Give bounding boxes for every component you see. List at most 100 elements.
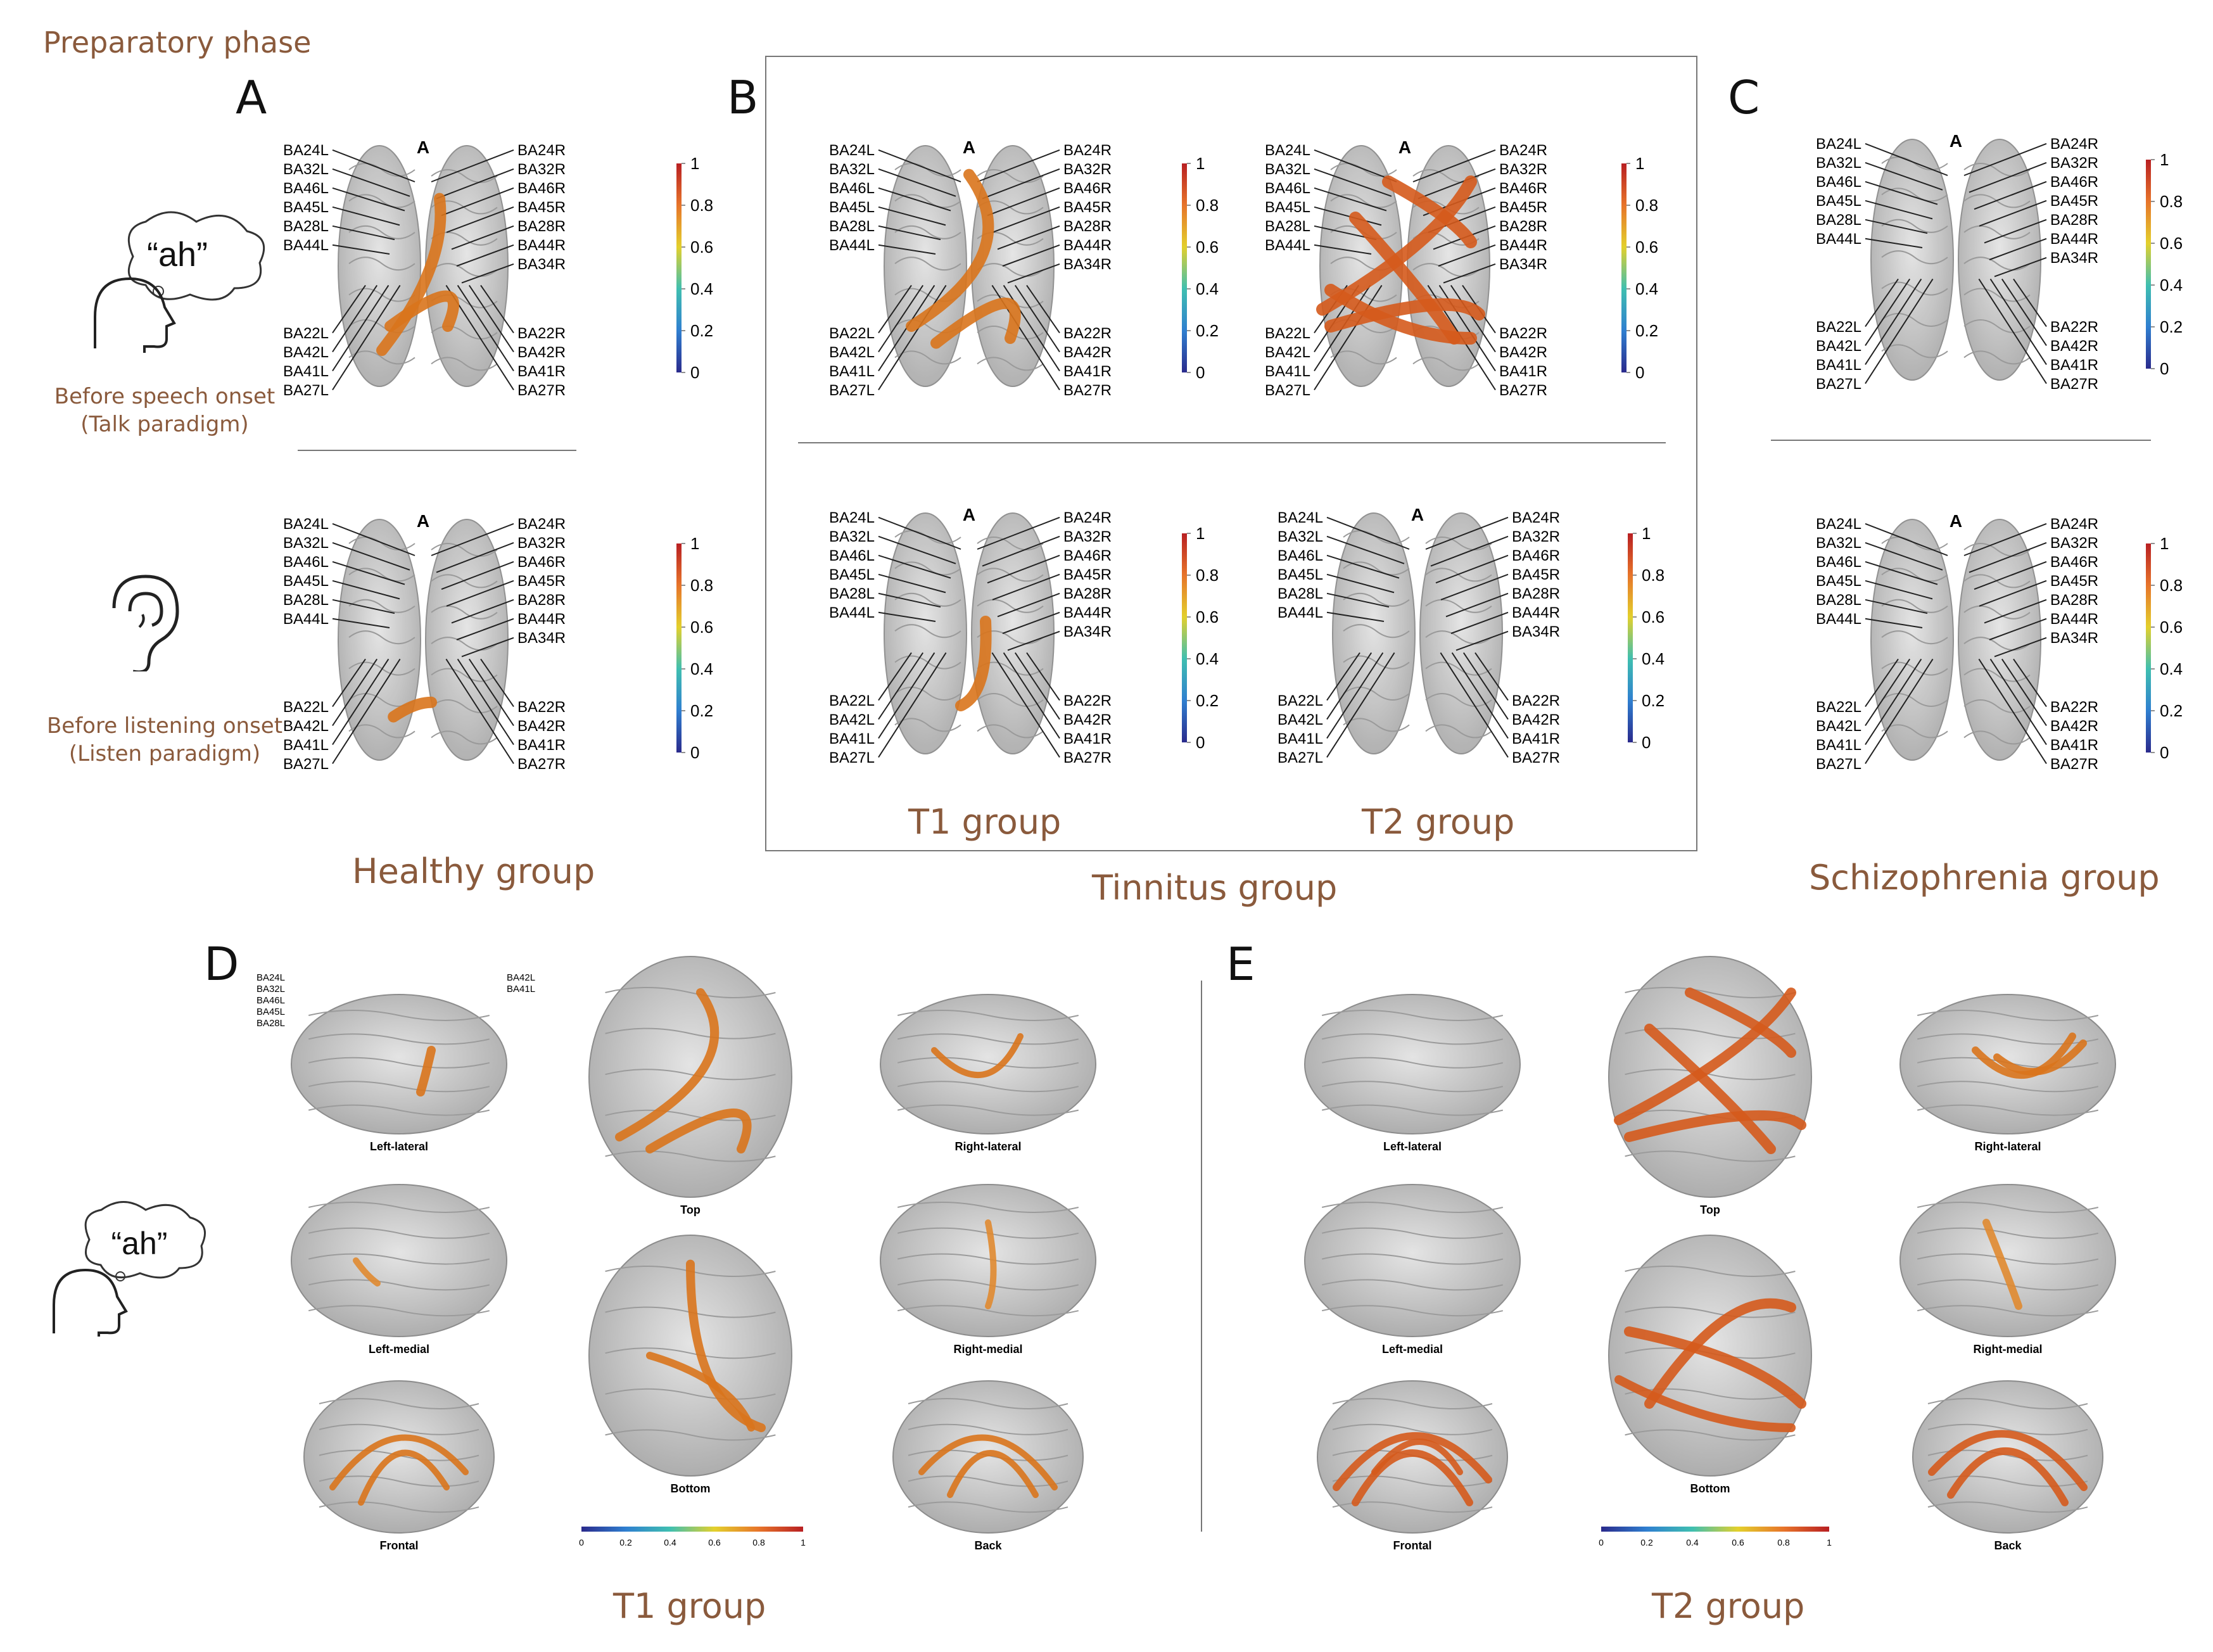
region-label: BA24L <box>257 972 285 983</box>
region-label-left: BA46L <box>283 554 329 571</box>
gyrus-line <box>1412 263 1480 277</box>
colorbar-tick-label: 0 <box>1599 1537 1604 1547</box>
colorbar: 10.80.60.40.20 <box>2146 534 2183 762</box>
region-label-left: BA44L <box>283 611 329 628</box>
gyrus-line <box>1963 257 2031 271</box>
leader-line <box>1326 592 1390 608</box>
leader-line <box>456 244 514 267</box>
gyrus-line <box>1321 1010 1504 1021</box>
region-label-right: BA24R <box>1512 509 1560 526</box>
gyrus-line <box>977 169 1044 183</box>
left-hemisphere <box>1332 512 1416 754</box>
gyrus-line <box>1927 1423 2088 1435</box>
connection-tube <box>384 290 459 332</box>
gyrus-line <box>1425 693 1492 707</box>
leader-line <box>987 187 1060 217</box>
leader-line <box>1007 630 1060 651</box>
gyrus-line <box>1343 592 1410 607</box>
leader-line <box>1979 200 2047 227</box>
gyrus-line <box>1917 1010 2099 1021</box>
gyrus-line <box>308 1202 490 1213</box>
region-label-right: BA34R <box>517 630 566 647</box>
gyrus-line <box>1343 624 1410 639</box>
colorbar-tick-label: 0.4 <box>2160 659 2183 678</box>
leader-line <box>1865 219 1928 234</box>
leader-line <box>332 542 410 571</box>
leader-line <box>332 658 390 746</box>
gyrus-line <box>977 724 1044 739</box>
gyrus-line <box>1412 357 1480 371</box>
region-label-right: BA28R <box>1512 585 1560 602</box>
left-hemisphere <box>338 519 421 761</box>
region-label-right: BA41R <box>2050 737 2098 754</box>
connection-tube <box>918 1434 1058 1490</box>
gyrus-line <box>897 1033 1079 1045</box>
gyrus-line <box>348 599 415 613</box>
gyrus-line <box>894 225 961 239</box>
panel-letter-d: D <box>204 937 239 991</box>
brain-left-medial-e: Left-medial <box>1304 1184 1521 1356</box>
brain-back-e: Back <box>1912 1380 2103 1552</box>
leader-line <box>878 168 956 197</box>
leader-line <box>1963 143 2047 176</box>
region-label-right: BA45R <box>1063 566 1112 583</box>
leader-line <box>1443 263 1496 284</box>
leader-line <box>1326 573 1395 594</box>
brain-outline <box>1912 1380 2103 1534</box>
leader-line <box>1014 652 1060 720</box>
leader-line <box>1865 143 1948 176</box>
region-label-right: BA41R <box>1499 363 1547 380</box>
leader-line <box>1462 652 1509 720</box>
leader-line <box>878 284 912 334</box>
gyrus-line <box>431 730 498 745</box>
view-label: Right-medial <box>953 1343 1022 1356</box>
region-label-left: BA46L <box>1816 554 1861 571</box>
gyrus-line <box>431 263 498 277</box>
gyrus-line <box>1625 1069 1796 1081</box>
colorbar-tick-label: 0.2 <box>619 1537 632 1547</box>
region-label-right: BA46R <box>1063 547 1112 564</box>
leader-line <box>1994 257 2047 277</box>
leader-line <box>987 554 1060 584</box>
group-label-d-t1: T1 group <box>613 1586 766 1626</box>
colorbar-gradient <box>1182 163 1187 372</box>
region-label-right: BA45R <box>2050 193 2098 210</box>
leader-line <box>332 580 400 600</box>
brain-top-view: ABA24LBA32LBA46LBA45LBA28LBA44LBA24RBA32… <box>829 137 1112 399</box>
region-label-left: BA32L <box>1278 528 1323 545</box>
region-label-right: BA42R <box>2050 338 2098 355</box>
leader-line <box>1314 168 1392 197</box>
leader-line <box>1314 206 1382 226</box>
leader-line <box>332 523 415 556</box>
region-label-right: BA34R <box>2050 250 2098 267</box>
leader-line <box>461 263 514 284</box>
region-label-right: BA44R <box>1063 237 1112 254</box>
region-label-left: BA24L <box>829 142 875 159</box>
gyrus-line <box>1321 1081 1504 1093</box>
region-label-right: BA22R <box>2050 699 2098 716</box>
region-label-left: BA46L <box>1278 547 1323 564</box>
colorbar-tick-label: 1 <box>1635 154 1644 173</box>
region-label-right: BA41R <box>1063 730 1112 747</box>
region-label-right: BA34R <box>1512 623 1560 640</box>
gyrus-line <box>894 592 961 607</box>
region-label-right: BA46R <box>1499 180 1547 197</box>
colorbar: 10.80.60.40.20 <box>2146 150 2183 378</box>
gyrus-line <box>1321 1279 1504 1291</box>
colorbar-tick-label: 0.2 <box>1640 1537 1653 1547</box>
colorbar-tick-label: 0.8 <box>1777 1537 1790 1547</box>
colorbar-tick-label: 0.6 <box>1642 607 1665 626</box>
region-label-right: BA32R <box>1499 161 1547 178</box>
anterior-marker: A <box>963 505 975 524</box>
region-label-right: BA24R <box>2050 136 2098 153</box>
connection-tube <box>615 988 720 1141</box>
leader-line <box>332 284 401 391</box>
region-label-left: BA41L <box>1278 730 1323 747</box>
leader-line <box>878 652 935 739</box>
connection-tube <box>1982 1219 2022 1310</box>
region-label-left: BA46L <box>1265 180 1310 197</box>
connection-tube <box>1614 1375 1796 1432</box>
region-label-right: BA32R <box>517 161 566 178</box>
connection-tube <box>1644 1298 1796 1409</box>
connection-tube <box>947 1450 1039 1498</box>
